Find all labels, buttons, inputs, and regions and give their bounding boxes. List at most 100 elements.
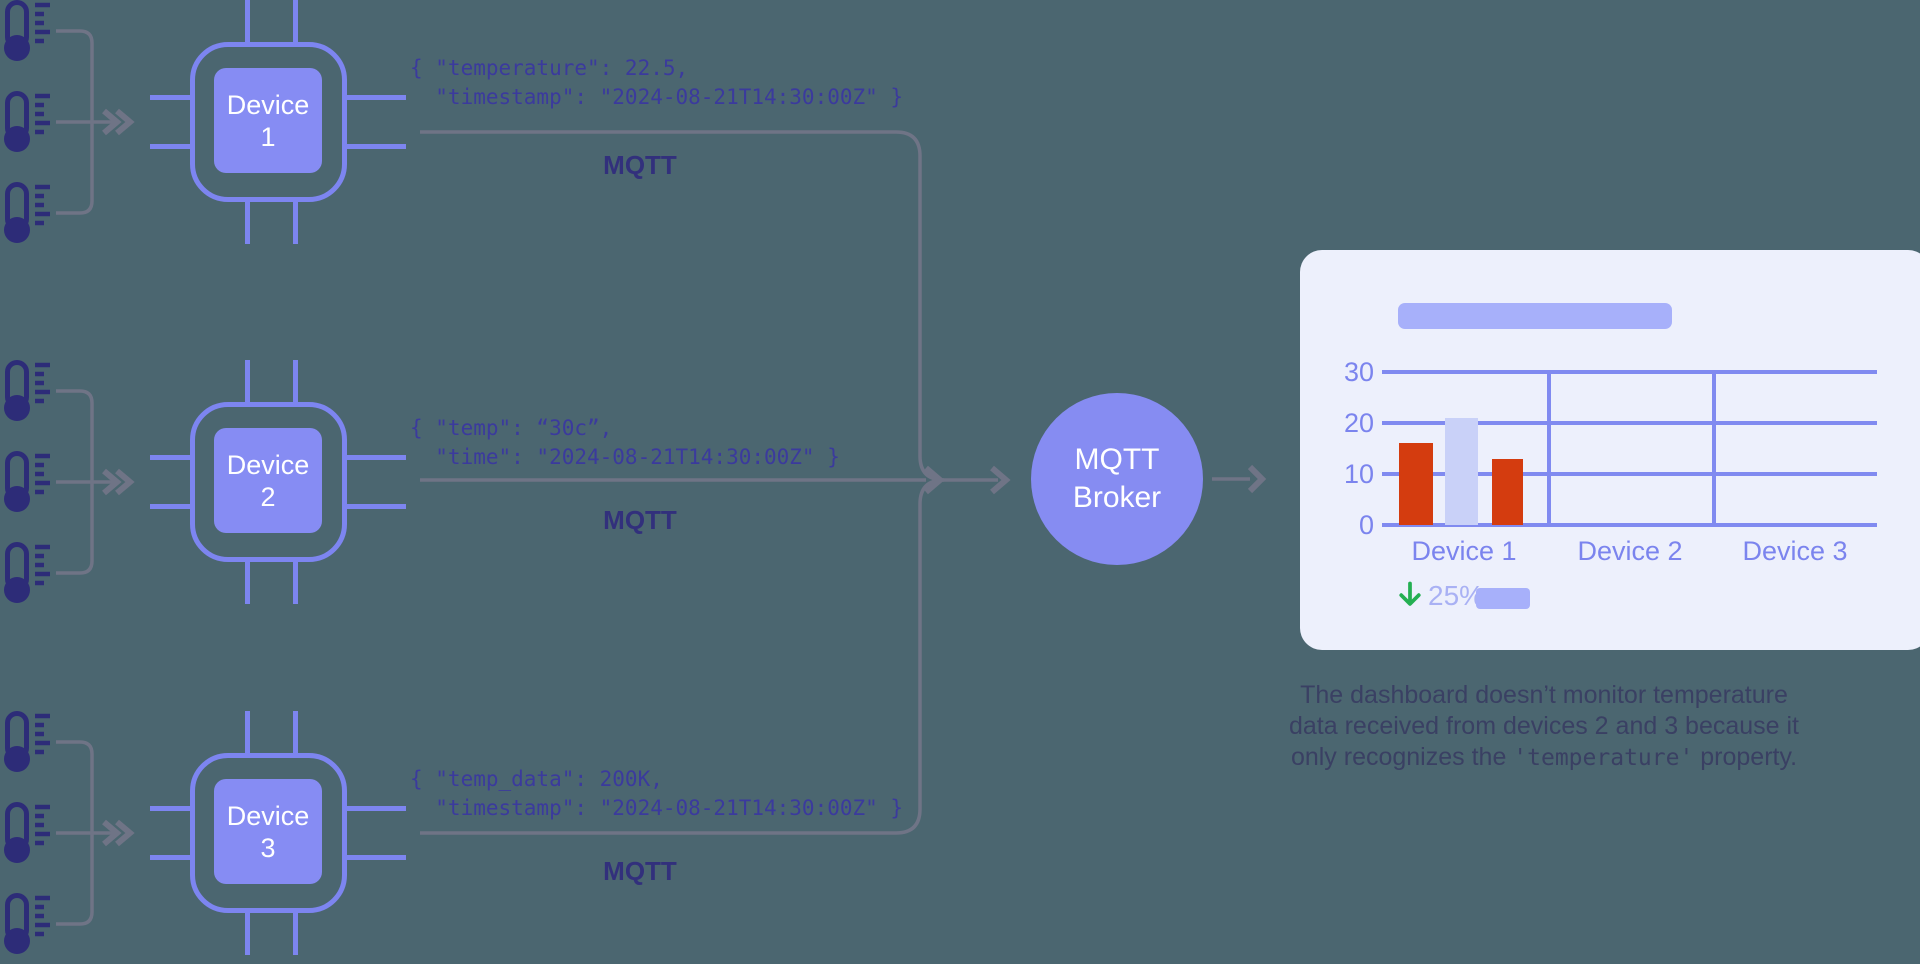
device-name: Device [226,449,310,480]
ytick-0: 0 [1358,510,1374,540]
device-1-label: Device 1 [214,68,322,173]
chip-pin [245,562,250,604]
arrowhead-therm-3b [115,819,135,847]
chip-pin [293,711,298,753]
device-number: 3 [260,832,276,863]
thermometer-icon [2,360,54,422]
section-divider [1547,370,1551,527]
chip-pin [345,504,406,509]
ytick-10: 10 [1343,459,1374,489]
device-2-chip: Device 2 [190,402,347,562]
gridline-10 [1382,472,1877,476]
caption-text: The dashboard doesn’t monitor temperatur… [1264,680,1824,774]
chip-pin [150,855,192,860]
chip-pin [245,711,250,753]
arrowhead-therm-1b [115,108,135,136]
device-3-label: Device 3 [214,779,322,884]
xlabel-device-1: Device 1 [1411,536,1517,566]
broker-label: MQTT [1074,443,1160,476]
payload-line: "timestamp": "2024-08-21T14:30:00Z" } [410,85,904,109]
caption-line: only recognizes the 'temperature' proper… [1264,742,1824,774]
caption-segment: only recognizes the [1290,743,1514,771]
chart-bar-reading-c [1492,459,1523,525]
payload-line: { "temp_data": 200K, [410,767,663,791]
thermometer-icon [2,0,54,62]
mqtt-protocol-label-3: MQTT [603,856,677,886]
ytick-20: 20 [1343,408,1374,438]
chip-pin [345,144,406,149]
arrowhead-therm-3a [102,819,122,847]
ytick-30: 30 [1343,357,1374,387]
chip-pin [345,855,406,860]
chip-pin [345,806,406,811]
chip-pin [245,913,250,955]
device-number: 2 [260,481,276,512]
chart-bar-reading-b [1445,418,1478,525]
device-name: Device [226,89,310,120]
thermometer-icon [2,451,54,513]
legend-placeholder [1476,588,1530,609]
arrowhead-therm-1a [102,108,122,136]
chip-pin [245,0,250,42]
chip-pin [245,360,250,402]
arrowhead-broker-out [1247,464,1267,494]
chip-pin [245,202,250,244]
chip-pin [345,95,406,100]
chip-pin [293,360,298,402]
payload-line: "time": "2024-08-21T14:30:00Z" } [410,445,840,469]
chip-pin [293,0,298,42]
chip-pin [150,95,192,100]
trend-percentage: 25% [1428,580,1485,611]
mqtt-protocol-label-2: MQTT [603,505,677,535]
dashboard-title-placeholder [1398,303,1672,329]
arrowhead-junction [924,465,945,495]
thermometer-icon [2,802,54,864]
chip-pin [150,806,192,811]
chip-pin [150,504,192,509]
device-number: 1 [260,121,276,152]
chip-pin [293,202,298,244]
payload-line: "timestamp": "2024-08-21T14:30:00Z" } [410,796,904,820]
mqtt-broker-node: MQTT Broker [1031,393,1203,565]
device-1-payload: { "temperature": 22.5, "timestamp": "202… [410,54,903,112]
caption-line: The dashboard doesn’t monitor temperatur… [1300,681,1788,709]
arrowhead-broker-in [990,465,1011,495]
device-2-label: Device 2 [214,428,322,533]
thermometer-icon [2,182,54,244]
xlabel-device-3: Device 3 [1742,536,1848,566]
mqtt-line-device1 [420,130,945,482]
section-divider [1712,370,1716,527]
thermometer-icon [2,893,54,955]
thermometer-icon [2,711,54,773]
arrowhead-therm-2b [115,468,135,496]
chip-pin [150,144,192,149]
device-name: Device [226,800,310,831]
thermometer-icon [2,91,54,153]
chip-pin [293,913,298,955]
payload-line: { "temperature": 22.5, [410,56,689,80]
caption-code-segment: 'temperature' [1513,745,1694,771]
arrowhead-therm-2a [102,468,122,496]
chip-pin [150,455,192,460]
gridline-30 [1382,370,1877,374]
device-3-chip: Device 3 [190,753,347,913]
chip-pin [293,562,298,604]
gridline-20 [1382,421,1877,425]
device-1-chip: Device 1 [190,42,347,202]
broker-label: Broker [1072,481,1162,514]
device-2-payload: { "temp": “30c”, "time": "2024-08-21T14:… [410,414,840,472]
x-axis-line [1382,523,1877,527]
dashboard-card: 30 20 10 0 Device 1 Device 2 Device 3 25… [1300,250,1920,650]
trend-down-arrow-icon [1399,581,1421,606]
caption-line: data received from devices 2 and 3 becau… [1288,712,1800,740]
thermometer-icon [2,542,54,604]
xlabel-device-2: Device 2 [1577,536,1683,566]
mqtt-protocol-label-1: MQTT [603,150,677,180]
mqtt-line-device3 [420,478,945,835]
chart-bar-reading-a [1399,443,1433,525]
payload-line: { "temp": “30c”, [410,416,613,440]
caption-segment: property. [1693,743,1798,771]
device-3-payload: { "temp_data": 200K, "timestamp": "2024-… [410,765,903,823]
